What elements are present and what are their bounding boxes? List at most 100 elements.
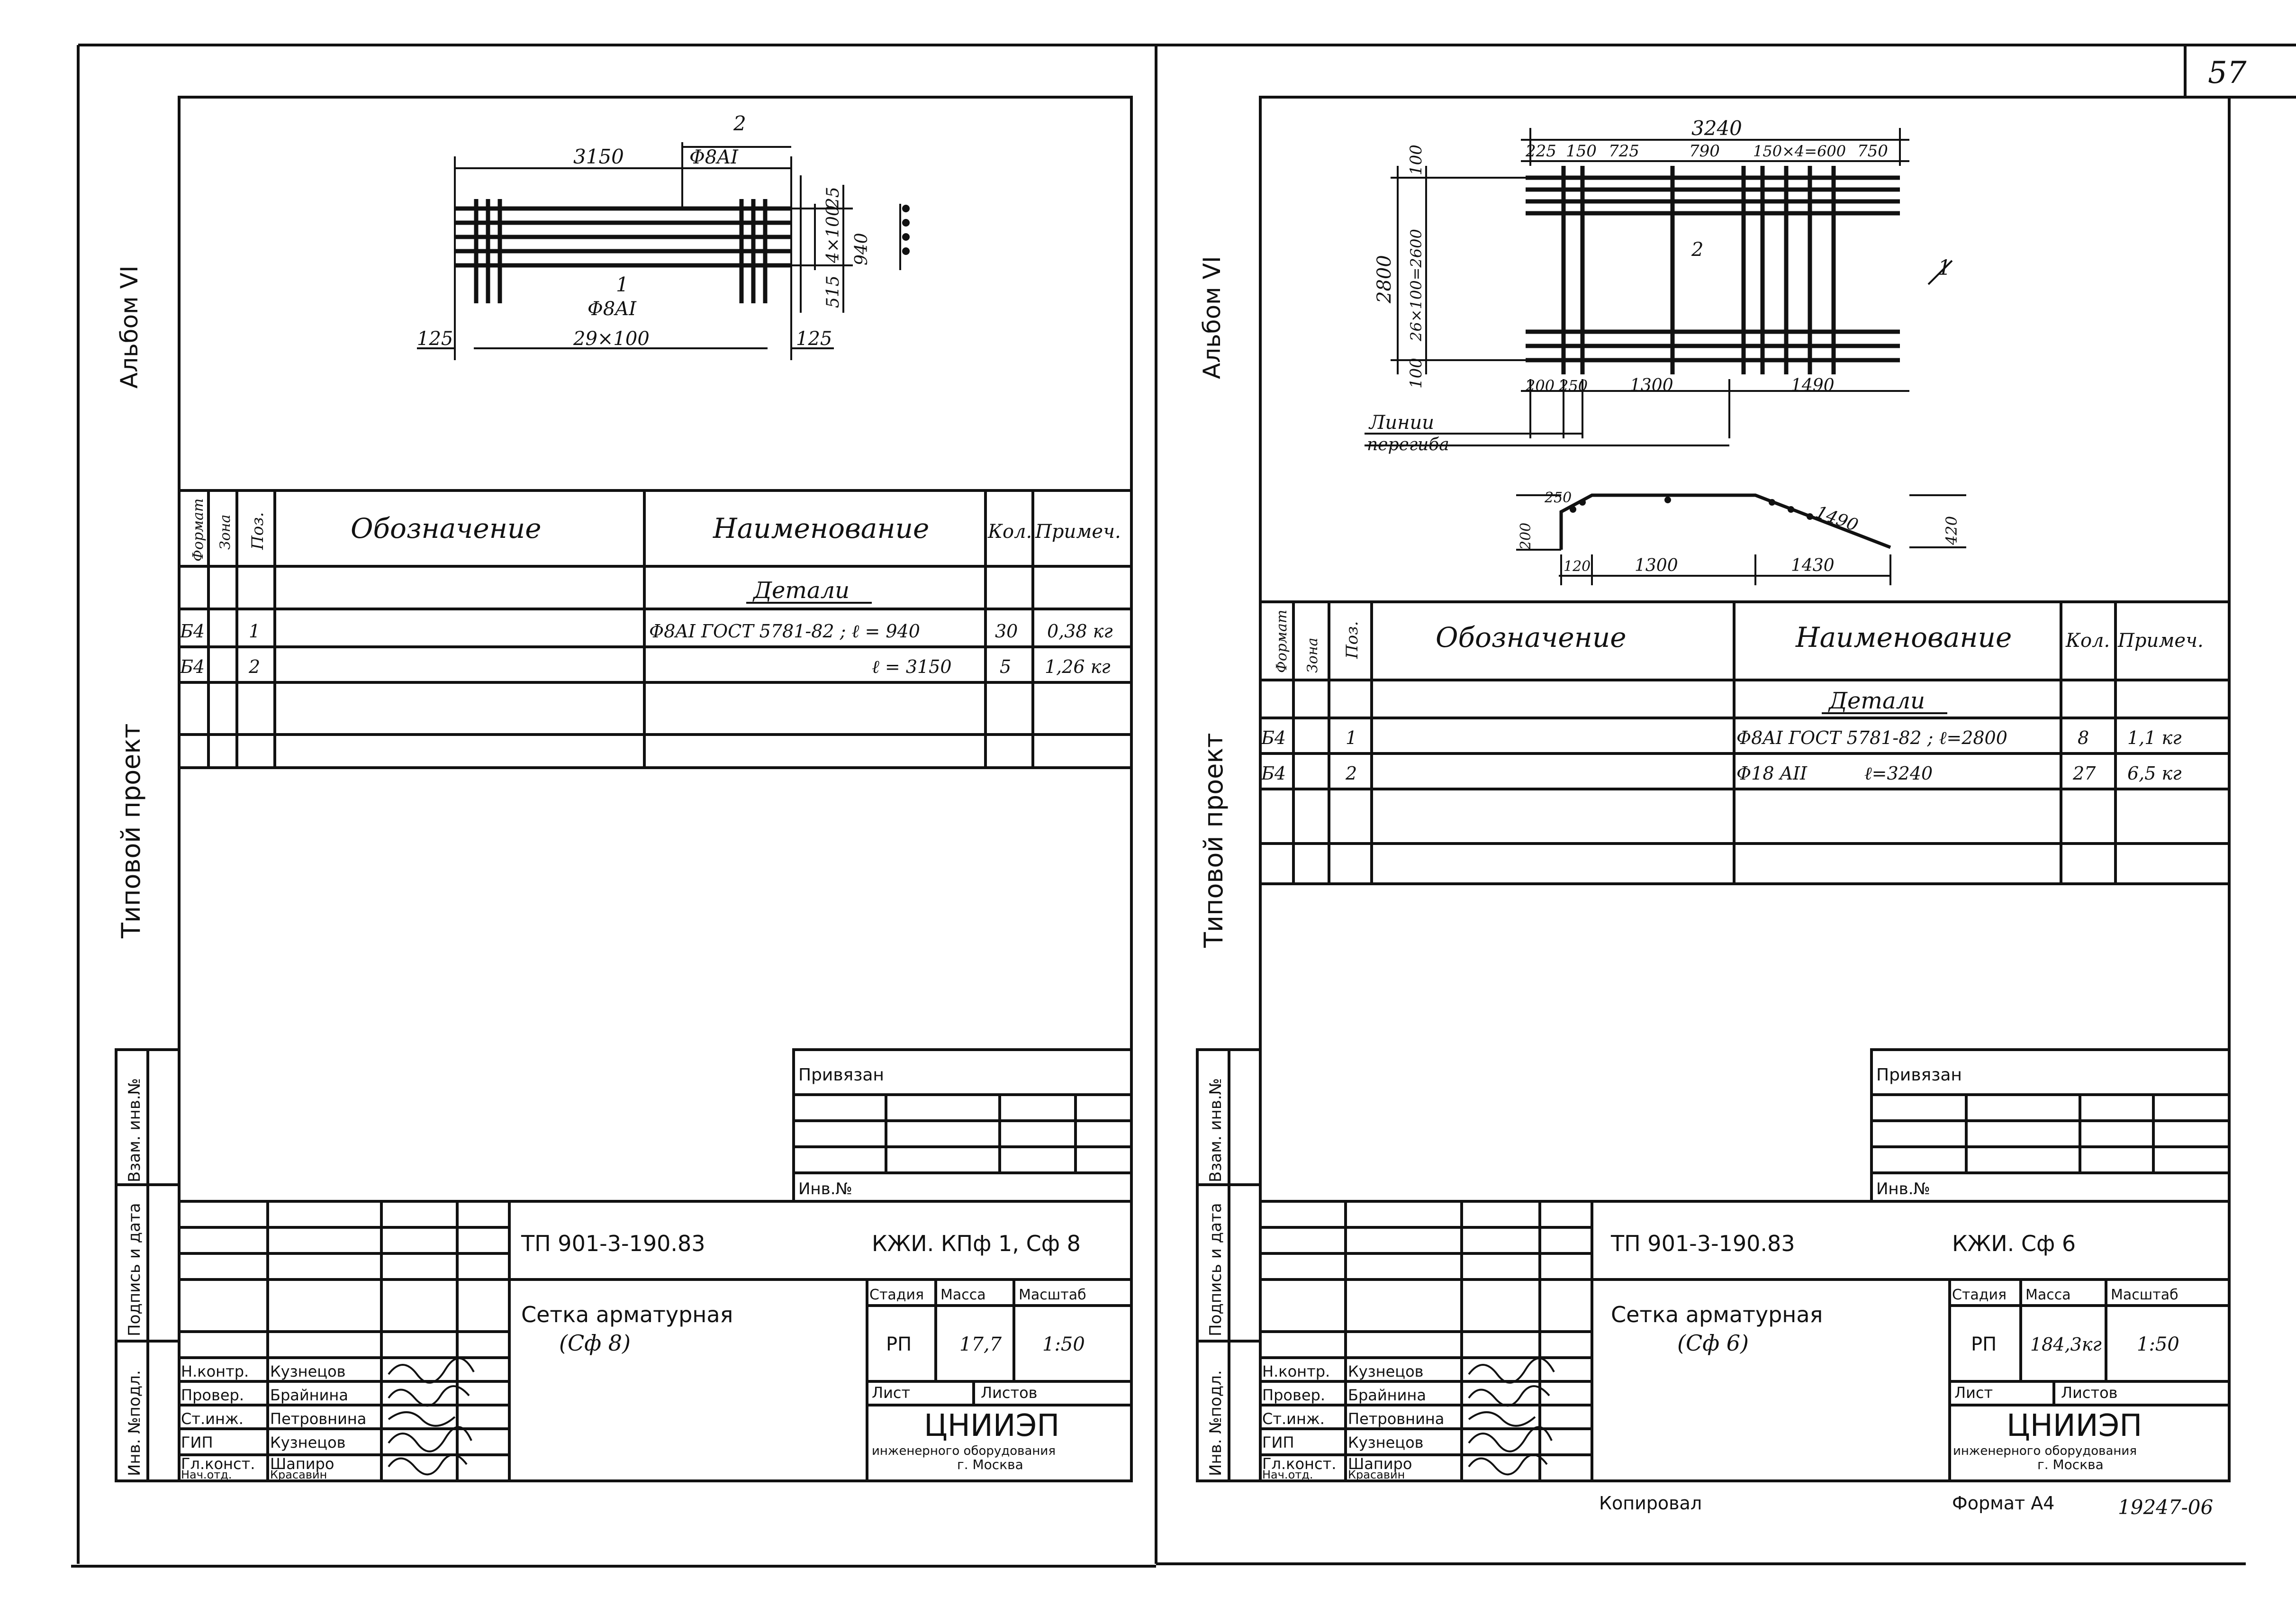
right-stamp-vzam: Взам. инв.№ bbox=[1206, 1078, 1225, 1182]
left-row1-pos: 1 bbox=[249, 621, 260, 642]
right-row2-qty: 27 bbox=[2072, 763, 2096, 784]
right-col-designation: Обозначение bbox=[1436, 621, 1627, 653]
left-signatures bbox=[388, 1357, 475, 1476]
left-inv: Инв.№ bbox=[798, 1180, 852, 1198]
right-name-4: Кузнецов bbox=[1348, 1434, 1424, 1452]
left-org-sub1: инженерного оборудования bbox=[872, 1444, 1056, 1458]
left-title: Сетка арматурная bbox=[521, 1302, 733, 1327]
right-name-2: Брайнина bbox=[1348, 1386, 1426, 1404]
right-role-1: Н.контр. bbox=[1262, 1362, 1330, 1380]
left-people: Н.контр. Кузнецов Провер. Брайнина Ст.ин… bbox=[181, 1362, 366, 1481]
left-mass: 17,7 bbox=[959, 1334, 1002, 1355]
right-role-3: Ст.инж. bbox=[1262, 1410, 1325, 1428]
right-role-2: Провер. bbox=[1262, 1386, 1325, 1404]
left-col-format: Формат bbox=[190, 499, 207, 562]
right-stamp-podpis: Подпись и дата bbox=[1206, 1203, 1225, 1336]
right-title-block bbox=[1260, 1048, 2231, 1481]
left-role-4: ГИП bbox=[181, 1434, 213, 1452]
right-prof-250: 250 bbox=[1544, 490, 1572, 506]
left-role-6: Нач.отд. bbox=[181, 1468, 232, 1481]
left-org: ЦНИИЭП bbox=[924, 1408, 1059, 1443]
right-subtitle: (Сф 6) bbox=[1677, 1330, 1749, 1356]
left-row2-qty: 5 bbox=[1000, 656, 1011, 677]
right-privyazan: Привязан bbox=[1876, 1065, 1962, 1085]
left-scale: 1:50 bbox=[1042, 1334, 1085, 1355]
right-dim-100a: 100 bbox=[1407, 145, 1426, 175]
left-title-block bbox=[179, 1048, 1133, 1481]
left-role-1: Н.контр. bbox=[181, 1362, 249, 1380]
right-row1-format: Б4 bbox=[1261, 727, 1286, 748]
right-name-6: Красавин bbox=[1348, 1468, 1405, 1481]
left-dim-25: 25 bbox=[823, 187, 843, 209]
left-dim-pos1: 1 bbox=[616, 273, 629, 296]
right-col-zone: Зона bbox=[1304, 638, 1321, 673]
left-stage-label: Стадия bbox=[869, 1287, 924, 1303]
right-mesh-drawing bbox=[1365, 128, 1966, 585]
right-dim-1300: 1300 bbox=[1630, 376, 1673, 395]
right-bend-lines: Линии bbox=[1368, 412, 1434, 434]
left-sheet-label: Лист bbox=[872, 1384, 910, 1402]
right-stage-label: Стадия bbox=[1952, 1287, 2007, 1303]
left-dim-125b: 125 bbox=[796, 328, 832, 350]
left-mass-label: Масса bbox=[940, 1287, 986, 1303]
left-stamp-inv-podl: Инв. №подл. bbox=[125, 1370, 144, 1476]
right-dim-2800: 2800 bbox=[1374, 255, 1395, 304]
right-pos2: 2 bbox=[1691, 239, 1703, 261]
left-name-6: Красавин bbox=[270, 1468, 327, 1481]
right-row2-note: 6,5 кг bbox=[2127, 763, 2181, 784]
right-col-format: Формат bbox=[1274, 610, 1290, 673]
left-privyazan: Привязан bbox=[798, 1065, 884, 1085]
right-stage: РП bbox=[1971, 1334, 1997, 1355]
left-spec-table bbox=[179, 489, 1131, 769]
left-name-5: Шапиро bbox=[270, 1455, 334, 1473]
left-col-note: Примеч. bbox=[1035, 521, 1121, 543]
left-name-1: Кузнецов bbox=[270, 1362, 346, 1380]
left-col-name: Наименование bbox=[713, 512, 929, 544]
right-sheets-label: Листов bbox=[2061, 1384, 2118, 1402]
right-prof-120: 120 bbox=[1564, 558, 1591, 575]
right-role-6: Нач.отд. bbox=[1262, 1468, 1313, 1481]
right-inv: Инв.№ bbox=[1876, 1180, 1930, 1198]
right-dim-790: 790 bbox=[1689, 142, 1720, 161]
left-dim-940: 940 bbox=[852, 233, 871, 265]
right-dim-225: 225 bbox=[1525, 142, 1556, 161]
right-name-1: Кузнецов bbox=[1348, 1362, 1424, 1380]
page-number: 57 bbox=[2208, 55, 2247, 91]
left-dim-3150: 3150 bbox=[573, 145, 624, 168]
left-name-3: Петровнина bbox=[270, 1410, 366, 1428]
left-dim-125a: 125 bbox=[417, 328, 453, 350]
left-doc-code: ТП 901-3-190.83 bbox=[521, 1231, 705, 1256]
left-row2-pos: 2 bbox=[248, 656, 260, 677]
right-prof-1490: 1490 bbox=[1813, 502, 1861, 535]
right-name-3: Петровнина bbox=[1348, 1410, 1444, 1428]
right-sheet-label: Лист bbox=[1954, 1384, 1993, 1402]
right-scale-label: Масштаб bbox=[2111, 1287, 2178, 1303]
right-col-qty: Кол. bbox=[2065, 630, 2110, 652]
left-col-pos: Поз. bbox=[248, 512, 267, 550]
left-dim-4x100: 4×100 bbox=[823, 205, 843, 263]
left-sheet-code: КЖИ. КПф 1, Сф 8 bbox=[872, 1231, 1081, 1256]
right-row1-pos: 1 bbox=[1346, 727, 1357, 748]
left-row2-note: 1,26 кг bbox=[1045, 656, 1111, 677]
footer-format: Формат А4 bbox=[1952, 1493, 2054, 1514]
right-col-note: Примеч. bbox=[2117, 630, 2204, 652]
left-stamp-vzam: Взам. инв.№ bbox=[125, 1078, 144, 1182]
right-scale: 1:50 bbox=[2137, 1334, 2179, 1355]
right-dim-100b: 100 bbox=[1407, 358, 1426, 389]
right-row1-name: Φ8AI ГОСТ 5781-82 ; ℓ=2800 bbox=[1736, 727, 2007, 748]
right-dim-150: 150 bbox=[1566, 142, 1597, 161]
right-col-name: Наименование bbox=[1795, 621, 2012, 653]
left-role-5: Гл.конст. bbox=[181, 1455, 255, 1473]
right-title: Сетка арматурная bbox=[1611, 1302, 1823, 1327]
right-dim-1490: 1490 bbox=[1791, 376, 1835, 395]
right-pos1: 1 bbox=[1938, 256, 1951, 280]
right-side-album: Альбом VI bbox=[1198, 256, 1226, 379]
right-dim-200: 200 bbox=[1525, 377, 1555, 395]
right-org-sub2: г. Москва bbox=[2037, 1457, 2104, 1472]
right-dim-250: 250 bbox=[1558, 377, 1588, 395]
left-row1-format: Б4 bbox=[180, 621, 205, 642]
left-row2-name: ℓ = 3150 bbox=[872, 656, 952, 677]
left-dim-bar2: Φ8AI bbox=[689, 146, 739, 168]
right-mass-label: Масса bbox=[2025, 1287, 2071, 1303]
